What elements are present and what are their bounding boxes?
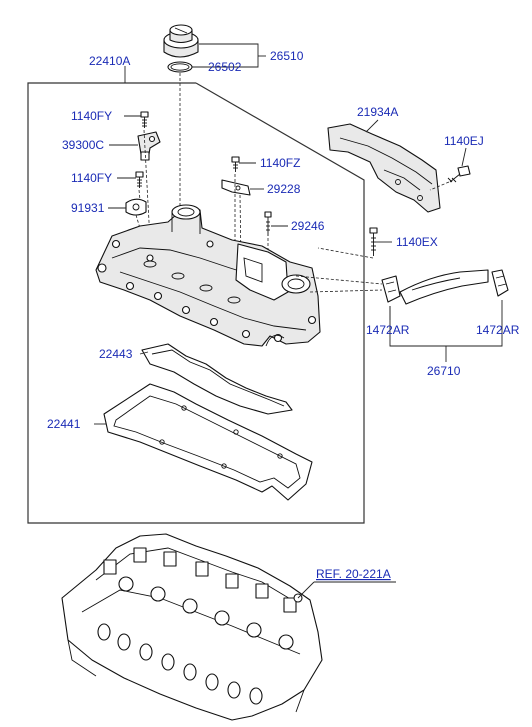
breather-hose (399, 269, 489, 305)
reference-link[interactable]: REF. 20-221A (316, 567, 391, 581)
oil-filler-cap (163, 24, 199, 58)
cylinder-head-cover (95, 204, 321, 347)
label-29228: 29228 (267, 182, 301, 196)
bolt-1140EX (369, 227, 378, 256)
label-1472AR-right: 1472AR (476, 323, 520, 337)
bolt-1140FZ (231, 156, 240, 172)
bolt-1140FY-upper (140, 111, 149, 128)
hose-clamp-right (491, 269, 509, 297)
label-91931: 91931 (71, 201, 105, 215)
assembly-frame (27, 82, 365, 524)
label-22441: 22441 (47, 417, 81, 431)
label-1140EJ: 1140EJ (444, 134, 484, 148)
label-1140FY-lower: 1140FY (71, 171, 112, 185)
stud-29246 (264, 211, 272, 236)
label-22443: 22443 (99, 347, 133, 361)
label-26710: 26710 (427, 364, 461, 378)
gasket-22441 (103, 383, 313, 501)
bolt-1140EJ (447, 165, 471, 183)
label-22410A: 22410A (89, 54, 130, 68)
bolt-1140FY-lower (135, 171, 144, 188)
label-39300C: 39300C (62, 138, 104, 152)
camshaft-position-sensor (137, 131, 161, 161)
heat-shield-21934A (327, 123, 441, 213)
gasket-22443 (141, 343, 293, 415)
gasket-91931 (125, 198, 147, 216)
cylinder-head-reference (61, 533, 323, 721)
bracket-29228 (221, 179, 251, 196)
hose-clamp-left (381, 275, 401, 303)
label-26510: 26510 (270, 49, 304, 63)
label-1140FY-upper: 1140FY (71, 109, 112, 123)
label-29246: 29246 (291, 219, 325, 233)
label-1140EX: 1140EX (396, 235, 438, 249)
label-1472AR-left: 1472AR (366, 323, 410, 337)
label-21934A: 21934A (357, 105, 398, 119)
label-26502: 26502 (208, 60, 242, 74)
label-1140FZ: 1140FZ (260, 156, 300, 170)
